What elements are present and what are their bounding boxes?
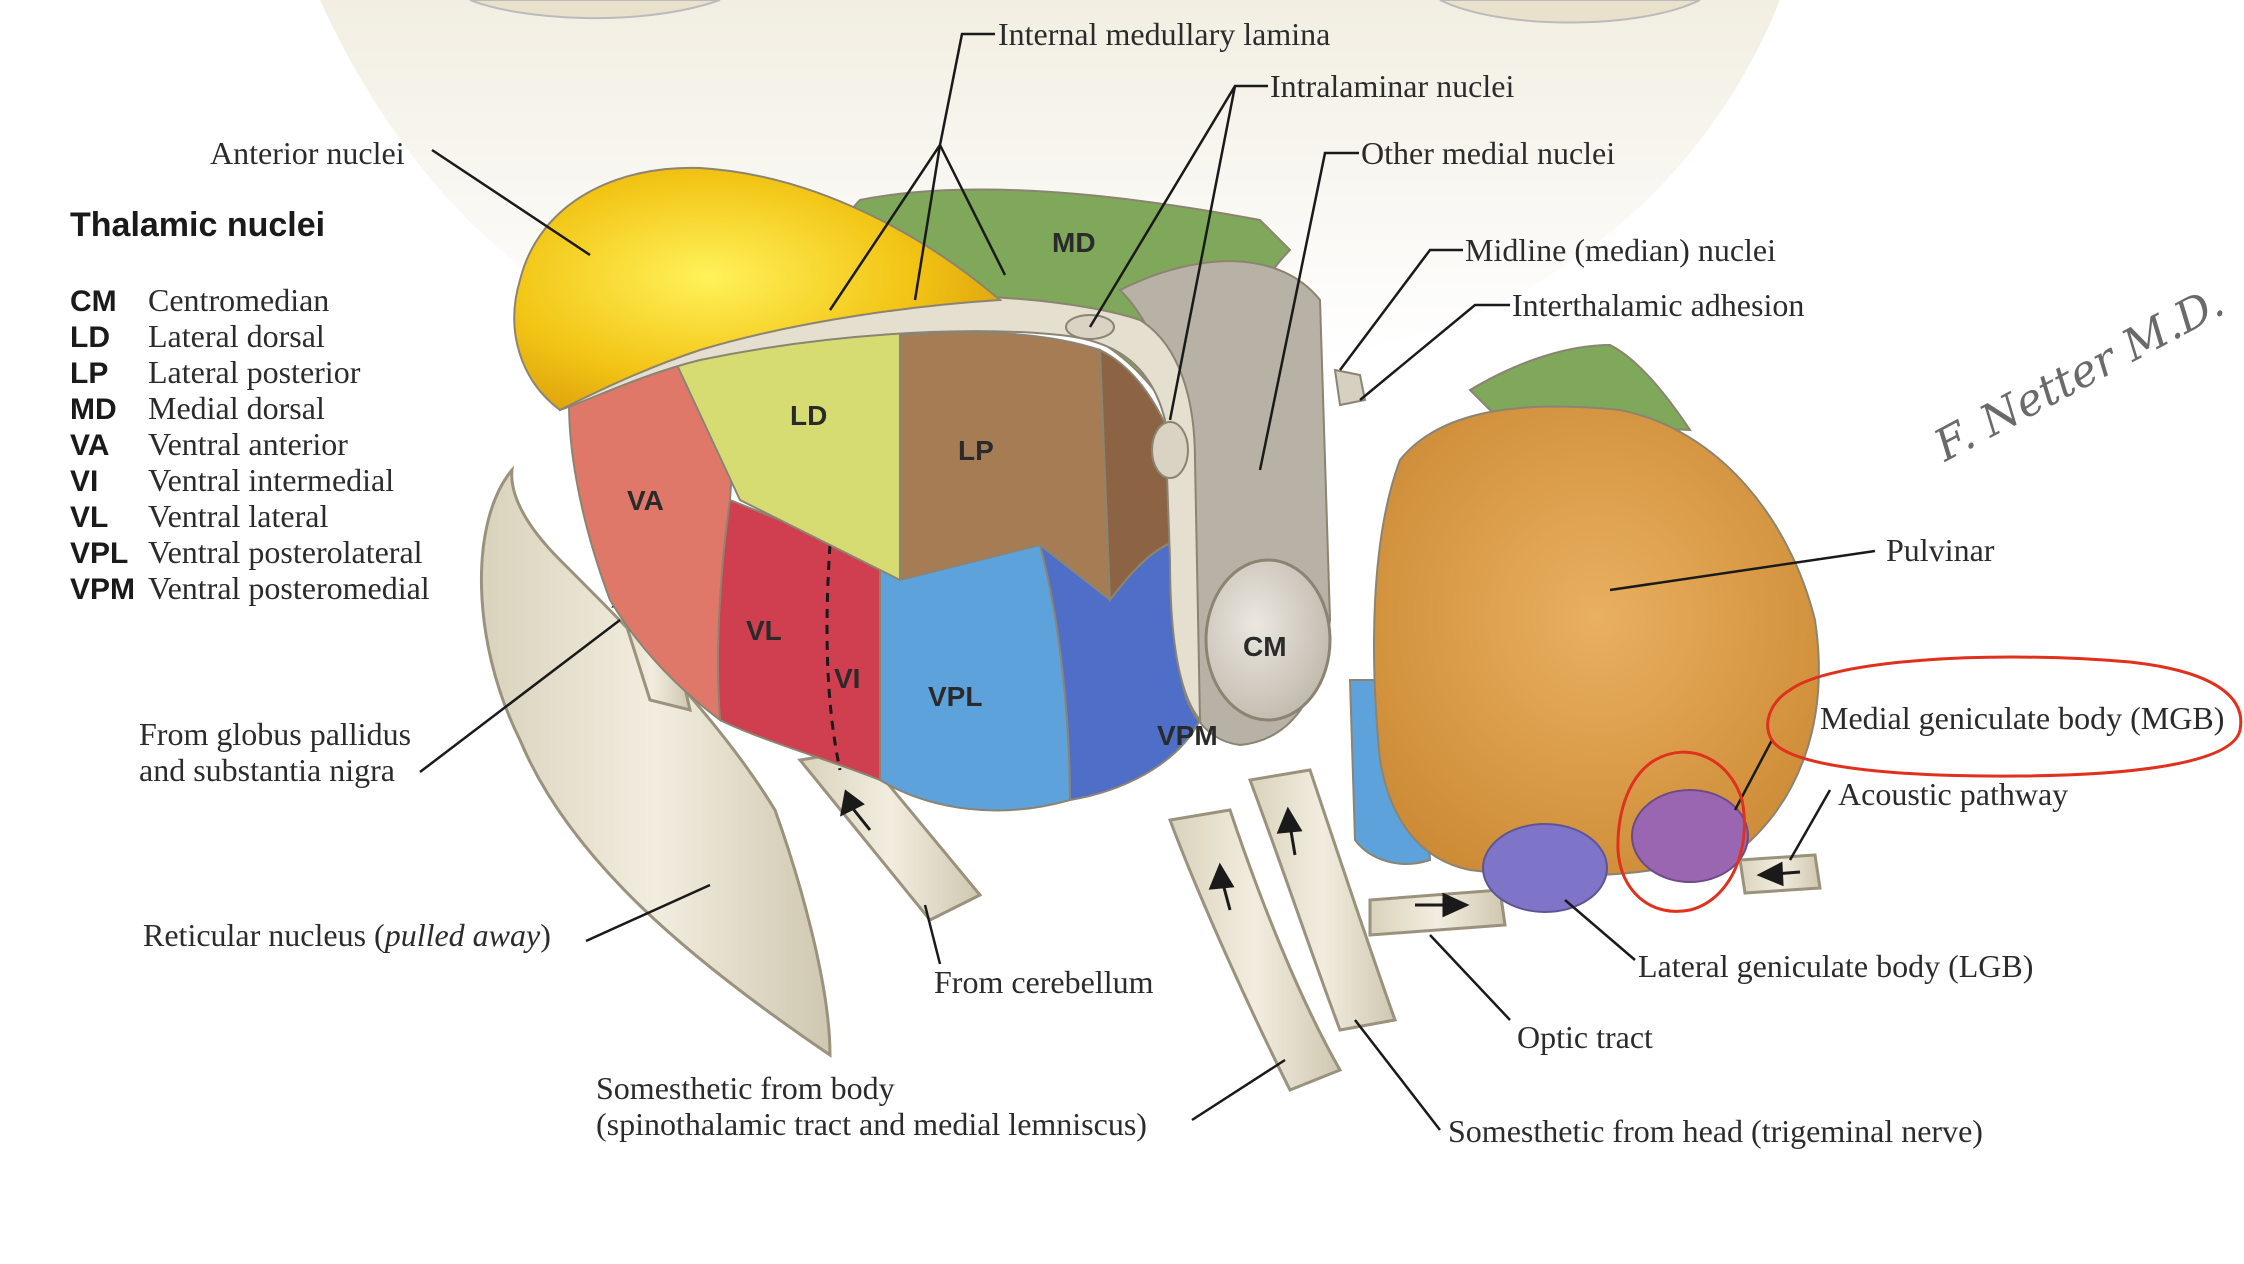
leader-optic — [1429, 934, 1511, 1021]
label-other-medial-nuclei: Other medial nuclei — [1361, 135, 1616, 171]
leader-interthalamic — [1359, 303, 1510, 401]
reticular-nucleus-shape — [480, 465, 832, 1058]
key-row: VPM Ventral posteromedial — [70, 570, 430, 606]
label-internal-medullary-lamina: Internal medullary lamina — [998, 16, 1331, 52]
key-row: LP Lateral posterior — [70, 354, 430, 390]
label-somesthetic-from-body-line1: Somesthetic from body — [596, 1070, 895, 1106]
key-title: Thalamic nuclei — [70, 206, 326, 244]
label-from-cerebellum: From cerebellum — [934, 964, 1154, 1000]
region-label-md: MD — [1052, 227, 1096, 258]
key-abbr: VI — [70, 465, 99, 498]
lgb-shape — [1482, 823, 1608, 913]
label-lateral-geniculate-body: Lateral geniculate body (LGB) — [1638, 948, 2034, 984]
key-abbr: CM — [70, 285, 117, 318]
key-row: VPL Ventral posterolateral — [70, 534, 430, 570]
key-row: VL Ventral lateral — [70, 498, 430, 534]
anterior-nuclei-shape — [513, 166, 1003, 412]
interthalamic-adhesion-shape — [1333, 368, 1367, 407]
key-name: Ventral posterolateral — [148, 534, 423, 570]
key-name: Ventral anterior — [148, 426, 348, 462]
key-abbr: MD — [70, 393, 117, 426]
fiber-head — [1247, 768, 1398, 1032]
pulvinar-shape — [1373, 405, 1820, 877]
region-label-vpm: VPM — [1157, 720, 1218, 751]
label-anterior-nuclei: Anterior nuclei — [210, 135, 405, 171]
leader-anterior — [431, 148, 591, 257]
leader-intralaminar — [1088, 84, 1268, 421]
cm-shape — [1204, 558, 1332, 722]
key-row: VA Ventral anterior — [70, 426, 430, 462]
key-abbr: LP — [70, 357, 109, 390]
top-left-lobe — [469, 0, 721, 20]
region-label-lp: LP — [958, 435, 994, 466]
key-list: CM Centromedian LD Lateral dorsal LP Latera… — [70, 282, 430, 606]
label-reticular-nucleus: Reticular nucleus (pulled away) — [143, 917, 551, 953]
label-globus-pallidus-line1: From globus pallidus — [139, 716, 412, 752]
leader-globus — [419, 619, 621, 773]
label-optic-tract: Optic tract — [1517, 1019, 1653, 1055]
region-label-va: VA — [627, 485, 664, 516]
region-label-vpl: VPL — [928, 681, 982, 712]
leader-lines — [419, 32, 1876, 1131]
key-abbr: VA — [70, 429, 110, 462]
label-reticular-suffix: ) — [540, 917, 551, 953]
leader-other-medial — [1258, 151, 1359, 471]
leader-reticular — [585, 883, 711, 943]
key-name: Ventral intermedial — [148, 462, 395, 498]
fiber-body — [1167, 808, 1343, 1092]
label-globus-pallidus-line2: and substantia nigra — [139, 752, 395, 788]
key-abbr: VPL — [70, 537, 129, 570]
leader-internal-lamina — [828, 32, 1007, 311]
key-name: Ventral posteromedial — [148, 570, 430, 606]
leader-somesthetic-head — [1354, 1019, 1441, 1131]
leader-pulvinar — [1609, 549, 1876, 592]
key-name: Ventral lateral — [148, 498, 329, 534]
key-row: VI Ventral intermedial — [70, 462, 430, 498]
red-annotations — [1616, 655, 2243, 913]
region-label-cm: CM — [1243, 631, 1287, 662]
region-label-vi: VI — [834, 663, 860, 694]
annotation-circle-mgb — [1616, 750, 1746, 913]
optic-tract-shape — [1368, 888, 1507, 937]
label-medial-geniculate-body: Medial geniculate body (MGB) — [1820, 700, 2225, 736]
key-name: Medial dorsal — [148, 390, 325, 426]
intralaminar-nucleus-2 — [1151, 421, 1189, 479]
label-somesthetic-from-head: Somesthetic from head (trigeminal nerve) — [1448, 1113, 1983, 1149]
top-right-lobe — [1439, 0, 1701, 24]
leader-acoustic — [1788, 789, 1832, 861]
mgb-shape — [1631, 789, 1749, 883]
label-acoustic-pathway: Acoustic pathway — [1838, 776, 2069, 812]
label-midline-nuclei: Midline (median) nuclei — [1465, 232, 1777, 268]
label-reticular-prefix: Reticular nucleus ( — [143, 917, 385, 953]
key-name: Lateral posterior — [148, 354, 361, 390]
key-abbr: LD — [70, 321, 110, 354]
leader-lgb — [1564, 899, 1636, 961]
key-name: Lateral dorsal — [148, 318, 325, 354]
annotation-circle-mgb-label — [1766, 655, 2243, 778]
label-interthalamic-adhesion: Interthalamic adhesion — [1512, 287, 1805, 323]
netter-signature: F. Netter M.D. — [1925, 277, 2232, 472]
key-row: LD Lateral dorsal — [70, 318, 430, 354]
region-label-ld: LD — [790, 400, 827, 431]
label-pulvinar: Pulvinar — [1886, 532, 1995, 568]
leader-cerebellum — [923, 904, 942, 965]
key-row: MD Medial dorsal — [70, 390, 430, 426]
label-intralaminar-nuclei: Intralaminar nuclei — [1270, 68, 1515, 104]
region-label-vl: VL — [746, 615, 782, 646]
key-name: Centromedian — [148, 282, 330, 318]
key-row: CM Centromedian — [70, 282, 430, 318]
vi-boundary — [825, 544, 842, 771]
key-abbr: VL — [70, 501, 109, 534]
label-somesthetic-from-body-line2: (spinothalamic tract and medial lemniscu… — [596, 1106, 1147, 1142]
ventral-tier-vpl — [879, 543, 1072, 812]
key-abbr: VPM — [70, 573, 136, 606]
leader-somesthetic-body — [1191, 1058, 1286, 1122]
leader-midline — [1339, 248, 1463, 371]
label-reticular-italic: pulled away — [384, 917, 541, 953]
